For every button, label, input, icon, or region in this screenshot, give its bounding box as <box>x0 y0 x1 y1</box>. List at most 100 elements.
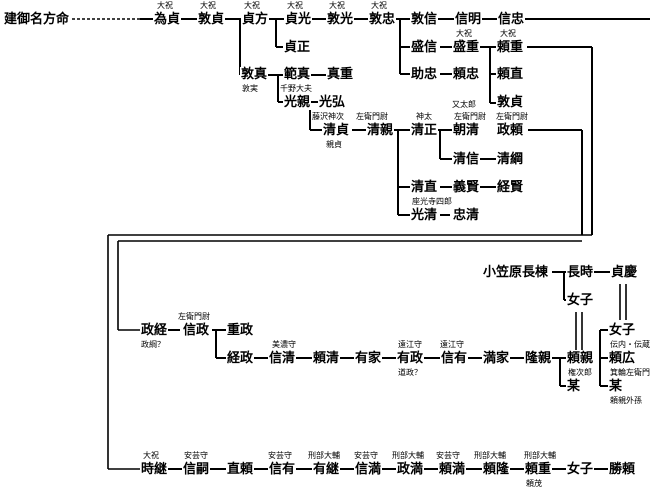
note-mino: 美濃守 <box>272 340 296 349</box>
person-tame-sada: 為貞 <box>153 12 182 27</box>
person-atsu-sane: 敦真 <box>240 67 269 82</box>
person-katsu-yori: 勝頼 <box>608 462 637 477</box>
person-yori-kiyo: 頼清 <box>312 351 341 366</box>
note-dennai: 伝内・伝蔵 <box>610 340 650 349</box>
person-mori-shige: 盛重 <box>452 40 481 55</box>
person-norisada: 範真 <box>283 67 312 82</box>
note-saemon-4: 左衛門尉 <box>178 312 210 321</box>
person-mitsu-hiro: 光弘 <box>318 95 347 110</box>
person-kiyo-nobu: 清信 <box>452 152 481 167</box>
note-saemon-2: 左衛門尉 <box>454 112 486 121</box>
note-zakoji: 座光寺四郎 <box>412 197 452 206</box>
person-yoshi-kata: 義賢 <box>452 180 481 195</box>
person-mitsuie: 満家 <box>482 351 511 366</box>
person-tada-kiyo: 忠清 <box>452 208 481 223</box>
person-nobu-aki: 信明 <box>454 12 483 27</box>
note-taiho-a: 大祝 <box>157 1 173 10</box>
person-yori-tada: 頼忠 <box>452 67 481 82</box>
note-fujisawa: 藤沢神次 <box>312 112 344 121</box>
note-gyobu-1: 刑部大輔 <box>308 451 340 460</box>
note-taiho-i: 大祝 <box>143 451 159 460</box>
person-kiyo-masa: 清正 <box>410 123 439 138</box>
person-sadayoshi: 貞慶 <box>610 265 639 280</box>
person-nobu-mitsu: 信満 <box>354 462 383 477</box>
person-atsu-sada2: 敦貞 <box>496 95 525 110</box>
note-saemon-3: 左衛門尉 <box>496 112 528 121</box>
person-nobu-ari: 信有 <box>440 351 469 366</box>
person-joshi-3: 女子 <box>566 462 595 477</box>
person-joshi-1: 女子 <box>566 293 595 308</box>
person-nagamune: 小笠原長棟 <box>482 265 550 280</box>
note-taiho-d: 大祝 <box>287 1 303 10</box>
note-yori-shige-alt: 頼茂 <box>526 479 542 488</box>
note-taiho-c: 大祝 <box>244 1 260 10</box>
note-mata-taro: 又太郎 <box>452 100 476 109</box>
person-kiyo-nao: 清直 <box>410 180 439 195</box>
person-joshi-2: 女子 <box>608 323 637 338</box>
person-suke-tada: 助忠 <box>410 67 439 82</box>
person-yori-shige: 頼重 <box>496 40 525 55</box>
person-ariie: 有家 <box>354 351 383 366</box>
note-taiho-b: 大祝 <box>200 1 216 10</box>
person-atsu-tada: 敦忠 <box>368 12 397 27</box>
note-chika-sada: 親貞 <box>326 140 342 149</box>
note-aki-1: 安芸守 <box>184 451 208 460</box>
person-kiyo-tsuna: 清綱 <box>496 152 525 167</box>
note-aki-3: 安芸守 <box>354 451 378 460</box>
person-yori-mitsu: 頼満 <box>438 462 467 477</box>
person-yori-hiro: 頼広 <box>608 351 637 366</box>
note-gaison: 頼親外孫 <box>610 396 642 405</box>
person-bou-2: 某 <box>608 379 624 394</box>
person-masa-tsune: 政経 <box>140 323 169 338</box>
person-atsu-nobu: 敦信 <box>410 12 439 27</box>
person-taka-chika: 隆親 <box>524 351 553 366</box>
note-totomi-1: 遠江守 <box>398 340 422 349</box>
person-ari-tsugu: 有継 <box>312 462 341 477</box>
note-taiho-g: 大祝 <box>456 29 472 38</box>
note-jinta: 神太 <box>416 112 432 121</box>
person-nobu-tada: 信忠 <box>497 12 526 27</box>
person-yori-nao: 頼直 <box>496 67 525 82</box>
person-masa-yori: 政頼 <box>496 123 525 138</box>
person-tsune-kata: 経賢 <box>496 180 525 195</box>
person-mitsu-kiyo: 光清 <box>410 208 439 223</box>
person-masa-mitsu: 政満 <box>396 462 425 477</box>
person-nagatoki: 長時 <box>566 265 595 280</box>
person-ari-masa: 有政 <box>396 351 425 366</box>
note-taiho-e: 大祝 <box>329 1 345 10</box>
person-nobu-masa: 信政 <box>182 323 211 338</box>
person-sada-shige: 真重 <box>326 67 355 82</box>
note-aki-4: 安芸守 <box>436 451 460 460</box>
note-gonjiro: 権次郎 <box>568 368 592 377</box>
note-saemon-1: 左衛門尉 <box>356 112 388 121</box>
person-nobu-kiyo: 信清 <box>268 351 297 366</box>
person-mori-nobu: 盛信 <box>410 40 439 55</box>
person-tsune-masa: 経政 <box>226 351 255 366</box>
person-sada-kata: 貞方 <box>241 12 270 27</box>
person-bou-1: 某 <box>566 379 582 394</box>
person-sada-mitsu: 貞光 <box>284 12 313 27</box>
note-gyobu-4: 刑部大輔 <box>524 451 556 460</box>
note-michi-masa: 道政？ <box>398 368 422 377</box>
note-gyobu-2: 刑部大輔 <box>392 451 424 460</box>
note-minowa: 箕輪左衛門 <box>610 368 650 377</box>
person-mitsu-chika: 光親 <box>283 95 312 110</box>
note-taiho-h: 大祝 <box>500 29 516 38</box>
person-nobu-ari-2: 信有 <box>268 462 297 477</box>
person-yori-shige-2: 頼重 <box>524 462 553 477</box>
note-taiho-f: 大祝 <box>371 1 387 10</box>
person-tomo-kiyo: 朝清 <box>452 123 481 138</box>
person-root: 建御名方命 <box>3 12 71 27</box>
person-sada-masa: 貞正 <box>283 40 312 55</box>
person-atsu-sada: 敦貞 <box>197 12 226 27</box>
note-gyobu-3: 刑部大輔 <box>474 451 506 460</box>
person-kiyo-chika: 清親 <box>366 123 395 138</box>
person-nao-yori: 直頼 <box>226 462 255 477</box>
person-atsu-mitsu: 敦光 <box>326 12 355 27</box>
person-yori-taka: 頼隆 <box>482 462 511 477</box>
person-yori-chika: 頼親 <box>566 351 595 366</box>
person-shige-masa: 重政 <box>226 323 255 338</box>
note-totomi-2: 遠江守 <box>440 340 464 349</box>
note-aki-2: 安芸守 <box>268 451 292 460</box>
